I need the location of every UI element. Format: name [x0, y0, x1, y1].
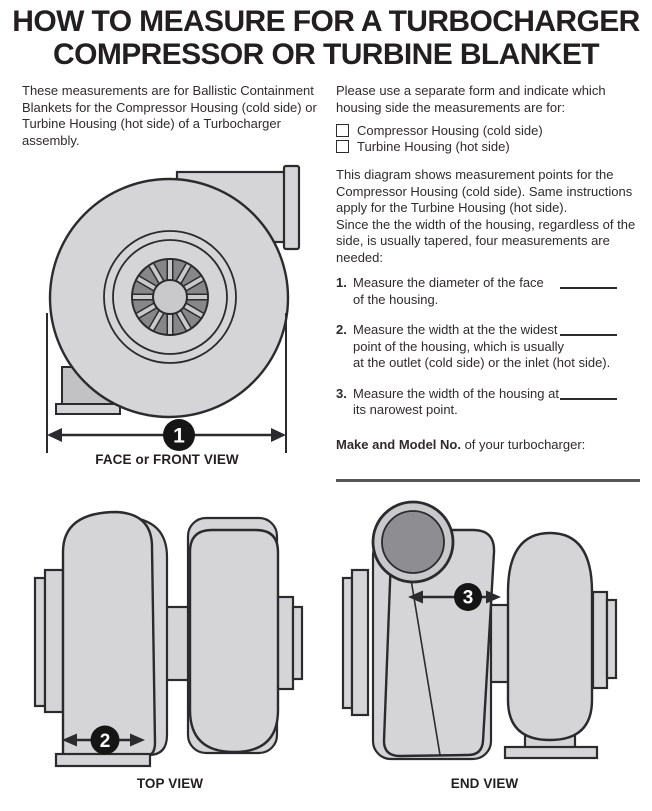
end-view-label: END VIEW: [450, 776, 519, 791]
measurement-2-blank[interactable]: [560, 334, 617, 336]
step-3-number: 3.: [336, 385, 347, 401]
left-intro-paragraph: These measurements are for Ballistic Con…: [22, 83, 317, 148]
turbine-housing-checkbox[interactable]: [336, 140, 349, 153]
make-model-label-rest: of your turbocharger:: [460, 436, 586, 452]
right-intro-paragraph: Please use a separate form and indicate …: [336, 83, 606, 115]
step-2-text: Measure the width at the the widest poin…: [353, 322, 611, 370]
wheel-hub: [152, 279, 188, 315]
outlet-flange: [282, 164, 301, 251]
turbine-flange-outer: [275, 595, 295, 691]
turbine-housing: [188, 528, 280, 754]
step-3-text: Measure the width of the housing at its …: [353, 385, 559, 418]
diagram-note-part1: This diagram shows measurement points fo…: [336, 167, 633, 215]
measurement-1-blank[interactable]: [560, 287, 617, 289]
face-front-view-diagram: 1: [46, 164, 301, 453]
diagram-note: This diagram shows measurement points fo…: [336, 167, 648, 266]
right-column: Please use a separate form and indicate …: [336, 83, 648, 482]
outlet-flange-plate: [54, 752, 152, 768]
step-1-text: Measure the diameter of the face of the …: [353, 275, 544, 307]
measurement-step-2: 2. Measure the width at the the widest p…: [336, 322, 648, 372]
compressor-flange-outer: [33, 576, 47, 708]
measurement-marker-2: [90, 725, 120, 755]
measurement-step-3: 3. Measure the width of the housing at i…: [336, 386, 648, 419]
marker-3-number: 3: [463, 588, 474, 609]
end-view-diagram: 3: [341, 500, 618, 761]
mounting-base-plate: [55, 403, 121, 415]
turbine-flange-inner: [291, 605, 304, 681]
turbine-housing-checkbox-label: Turbine Housing (hot side): [357, 139, 510, 154]
measurement-marker-3: [454, 583, 482, 611]
arrowhead-left-icon: [408, 590, 423, 604]
page-title: HOW TO MEASURE FOR A TURBOCHARGER COMPRE…: [0, 5, 652, 71]
page-title-line2: COMPRESSOR OR TURBINE BLANKET: [53, 38, 600, 71]
turbine-flange-outer: [591, 590, 609, 690]
step-2-number: 2.: [336, 322, 347, 337]
arrowhead-left-icon: [62, 733, 77, 747]
measurement-3-blank[interactable]: [560, 397, 617, 400]
arrowhead-left-icon: [47, 428, 62, 442]
turbine-flange-inner: [605, 598, 618, 680]
compressor-housing-checkbox-row: Compressor Housing (cold side): [336, 123, 648, 138]
compressor-housing-checkbox-label: Compressor Housing (cold side): [357, 123, 543, 138]
turbine-housing: [506, 531, 594, 742]
compressor-housing-checkbox[interactable]: [336, 124, 349, 137]
top-view-label: TOP VIEW: [136, 776, 204, 791]
face-front-view-label: FACE or FRONT VIEW: [95, 452, 239, 467]
inducer-ring-outer: [103, 230, 237, 364]
compressor-housing: [61, 510, 157, 759]
marker-1-number: 1: [173, 425, 185, 448]
turbine-foot-plate: [503, 745, 599, 760]
housing-side-checkbox-group: Compressor Housing (cold side) Turbine H…: [336, 123, 648, 154]
step-1-number: 1.: [336, 275, 347, 290]
compressor-flange-outer: [341, 576, 354, 710]
measurement-steps: 1. Measure the diameter of the face of t…: [336, 275, 648, 419]
diagram-note-part2: Since the the width of the housing, rega…: [336, 216, 636, 265]
inducer-ring-inner: [112, 239, 228, 355]
make-model-input-line[interactable]: [336, 478, 640, 482]
measurement-step-1: 1. Measure the diameter of the face of t…: [336, 275, 648, 308]
compressor-flange-inner: [350, 568, 370, 717]
measurement-marker-1: [163, 419, 195, 451]
make-model-label: Make and Model No. of your turbocharger:: [336, 437, 648, 452]
inlet-opening-bore: [381, 510, 445, 574]
compressor-flange-inner: [43, 568, 65, 714]
arrowhead-right-icon: [271, 428, 286, 442]
left-column: These measurements are for Ballistic Con…: [22, 83, 324, 149]
page-title-line1: HOW TO MEASURE FOR A TURBOCHARGER: [12, 5, 640, 38]
top-view-diagram: 2: [33, 510, 304, 768]
marker-2-number: 2: [100, 731, 111, 752]
arrowhead-right-icon: [130, 733, 145, 747]
make-model-label-bold: Make and Model No.: [336, 436, 461, 452]
turbine-housing-checkbox-row: Turbine Housing (hot side): [336, 139, 648, 154]
arrowhead-right-icon: [486, 590, 501, 604]
